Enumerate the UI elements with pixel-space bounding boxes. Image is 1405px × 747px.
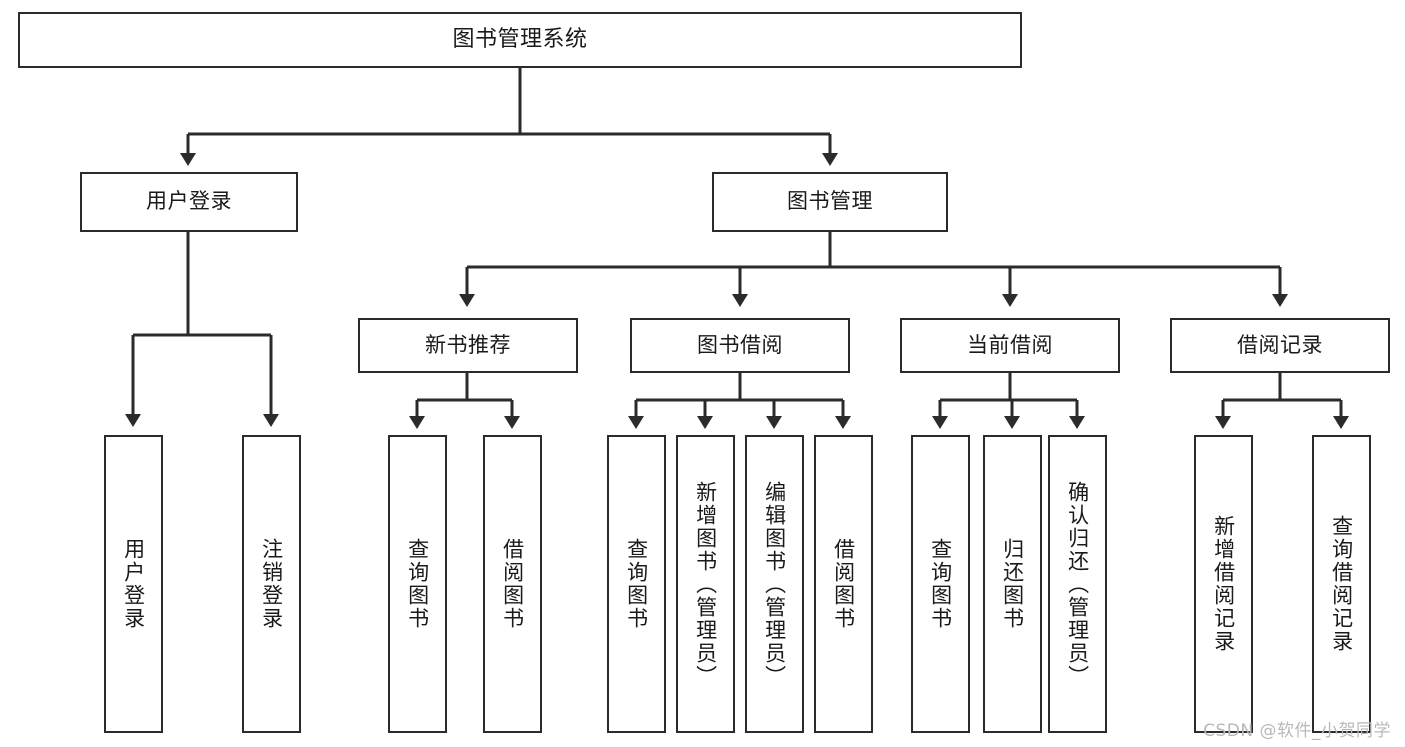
node-label: 归还图书 — [1000, 538, 1025, 630]
node-book-borrow[interactable]: 图书借阅 — [630, 318, 850, 373]
node-leaf-borrow-book-1[interactable]: 借阅图书 — [483, 435, 542, 733]
node-borrow-record[interactable]: 借阅记录 — [1170, 318, 1390, 373]
node-label: 查询借阅记录 — [1329, 515, 1354, 653]
node-leaf-return-book[interactable]: 归还图书 — [983, 435, 1042, 733]
node-label: 当前借阅 — [967, 332, 1053, 357]
node-label: 编辑图书（管理员） — [762, 480, 787, 688]
node-label: 新书推荐 — [425, 332, 511, 357]
node-leaf-user-login[interactable]: 用户登录 — [104, 435, 163, 733]
node-label: 图书借阅 — [697, 332, 783, 357]
watermark: CSDN @软件_小贺同学 — [1203, 721, 1391, 741]
node-leaf-borrow-book-2[interactable]: 借阅图书 — [814, 435, 873, 733]
node-leaf-query-book-1[interactable]: 查询图书 — [388, 435, 447, 733]
node-leaf-edit-book[interactable]: 编辑图书（管理员） — [745, 435, 804, 733]
node-new-book-recommend[interactable]: 新书推荐 — [358, 318, 578, 373]
node-label: 查询图书 — [405, 538, 430, 630]
node-leaf-add-record[interactable]: 新增借阅记录 — [1194, 435, 1253, 733]
node-label: 新增借阅记录 — [1211, 515, 1236, 653]
node-label: 借阅图书 — [500, 538, 525, 630]
node-leaf-confirm-return[interactable]: 确认归还（管理员） — [1048, 435, 1107, 733]
node-label: 查询图书 — [928, 538, 953, 630]
node-leaf-add-book[interactable]: 新增图书（管理员） — [676, 435, 735, 733]
node-label: 图书管理 — [787, 189, 873, 214]
node-label: 确认归还（管理员） — [1065, 480, 1090, 688]
node-label: 用户登录 — [121, 538, 146, 630]
node-leaf-query-book-3[interactable]: 查询图书 — [911, 435, 970, 733]
node-label: 图书管理系统 — [452, 26, 588, 52]
node-label: 新增图书（管理员） — [693, 480, 718, 688]
node-label: 用户登录 — [146, 189, 232, 214]
node-label: 注销登录 — [259, 538, 284, 630]
node-root-system[interactable]: 图书管理系统 — [18, 12, 1022, 68]
node-user-login[interactable]: 用户登录 — [80, 172, 298, 232]
node-leaf-logout-login[interactable]: 注销登录 — [242, 435, 301, 733]
node-label: 查询图书 — [624, 538, 649, 630]
node-label: 借阅记录 — [1237, 332, 1323, 357]
node-book-management[interactable]: 图书管理 — [712, 172, 948, 232]
node-leaf-query-book-2[interactable]: 查询图书 — [607, 435, 666, 733]
node-current-borrow[interactable]: 当前借阅 — [900, 318, 1120, 373]
node-label: 借阅图书 — [831, 538, 856, 630]
node-leaf-query-record[interactable]: 查询借阅记录 — [1312, 435, 1371, 733]
